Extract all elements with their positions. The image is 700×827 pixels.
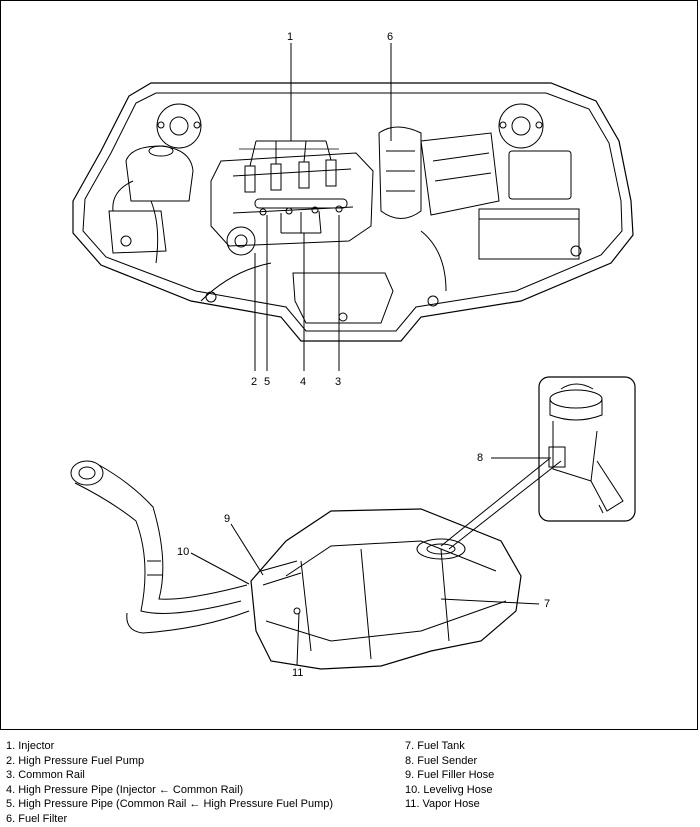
callout-8: 8	[477, 452, 484, 464]
legend-item: 4. High Pressure Pipe (Injector ← Common…	[6, 783, 244, 796]
fuel-sender-inset	[538, 376, 636, 522]
engine-bay-drawing	[72, 82, 634, 342]
legend-left: 1. Injector 2. High Pressure Fuel Pump 3…	[6, 739, 333, 827]
legend-item: 1. Injector	[6, 740, 55, 752]
legend-item: 10. Levelivg Hose	[405, 783, 493, 796]
legend-item: 11. Vapor Hose	[405, 798, 480, 811]
legend-item: 7. Fuel Tank	[405, 740, 465, 752]
callout-11: 11	[292, 667, 304, 679]
legend-item: 9. Fuel Filler Hose	[405, 769, 495, 782]
legend-item: 8. Fuel Sender	[405, 754, 478, 767]
callout-7: 7	[544, 598, 551, 610]
callout-4: 4	[300, 376, 307, 388]
callout-9: 9	[224, 513, 231, 525]
legend-item: 6. Fuel Filter	[6, 812, 68, 825]
callout-10: 10	[177, 546, 190, 558]
callout-3: 3	[335, 376, 342, 388]
callout-5: 5	[264, 376, 271, 388]
callout-6: 6	[387, 31, 394, 43]
fuel-tank-drawing	[70, 460, 522, 670]
fuel-system-illustration	[70, 43, 636, 670]
diagram-frame: 1 6 2 5 4 3 8 9 10 7 11	[0, 0, 698, 730]
legend-item: 3. Common Rail	[6, 769, 85, 782]
legend-item: 5. High Pressure Pipe (Common Rail ← Hig…	[6, 798, 334, 811]
tank-leader-lines	[190, 457, 562, 666]
engine-leader-lines	[239, 43, 392, 371]
legend-right: 7. Fuel Tank 8. Fuel Sender 9. Fuel Fill…	[405, 739, 494, 812]
callout-1: 1	[287, 31, 294, 43]
callout-2: 2	[251, 376, 258, 388]
legend-item: 2. High Pressure Fuel Pump	[6, 754, 145, 767]
